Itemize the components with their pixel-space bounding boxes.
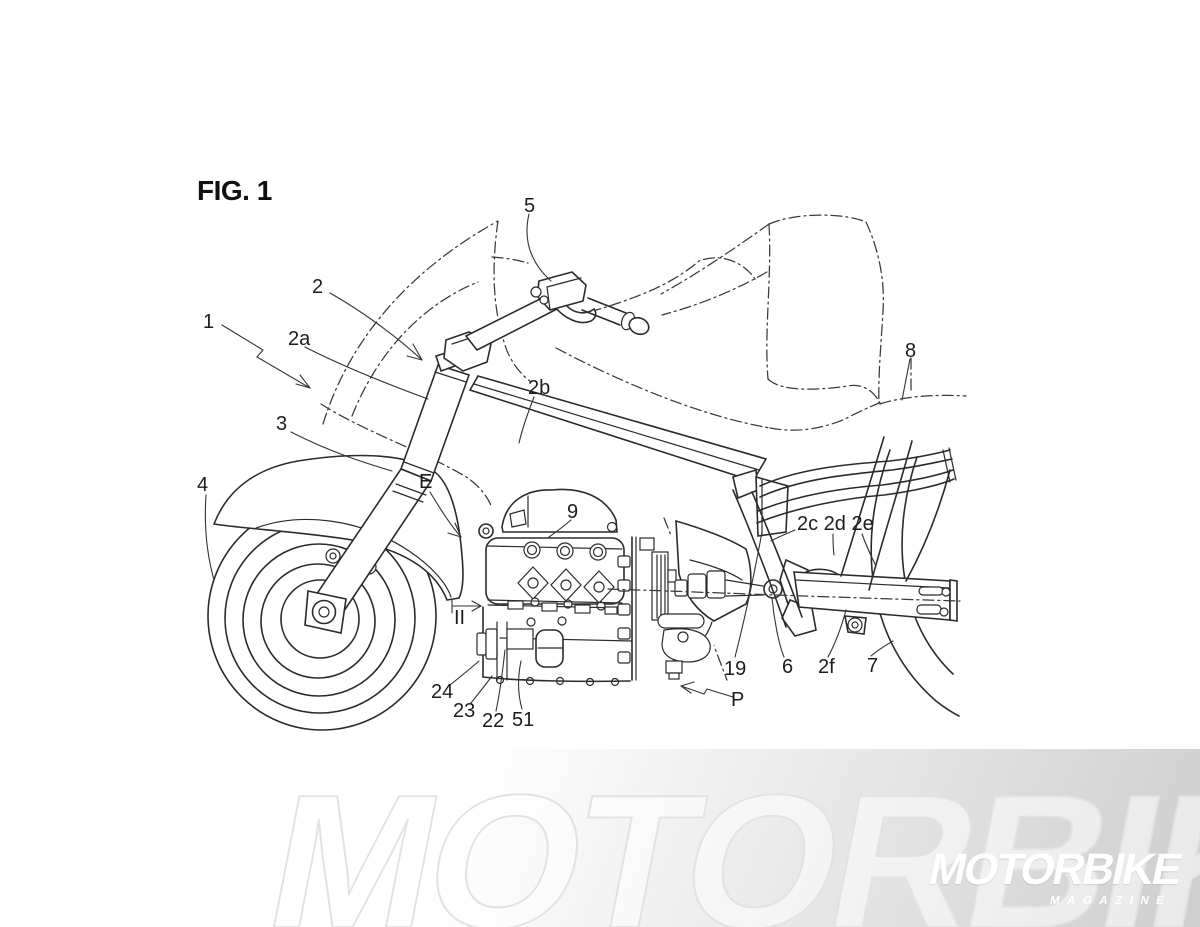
- axle-centerline: [607, 588, 961, 602]
- ref-label-2: 2: [312, 276, 323, 298]
- ref-label-22: 22: [482, 710, 504, 732]
- rear-frame: [732, 436, 957, 628]
- magazine-logo: MOTORBIKE MAGAZINE: [922, 845, 1186, 907]
- swingarm: [763, 558, 958, 637]
- airbox-dome: [501, 488, 618, 533]
- drive-shaft: [607, 570, 961, 602]
- ref-label-4: 4: [197, 474, 208, 496]
- reference-labels: 1 2 2a 3 4 5 2b 8 E 9 II 2c 2d 2e 19 6 2…: [197, 195, 916, 732]
- bottom-gradient-strip: MOTORBIKE: [0, 749, 1200, 927]
- grip-end: [628, 316, 650, 336]
- ref-label-2c-2d-2e: 2c 2d 2e: [797, 513, 874, 535]
- ref-label-5: 5: [524, 195, 535, 217]
- ref-label-2a: 2a: [288, 328, 311, 350]
- ref-label-3: 3: [276, 413, 287, 435]
- ref-label-1: 1: [203, 311, 214, 333]
- ref-label-23: 23: [453, 700, 475, 722]
- figure-title: FIG. 1: [197, 175, 272, 206]
- ref-label-7: 7: [867, 655, 878, 677]
- ref-label-19: 19: [724, 658, 746, 680]
- main-frame: [468, 375, 768, 482]
- ref-label-P: P: [731, 689, 744, 711]
- ref-label-51: 51: [512, 709, 534, 731]
- ref-label-8: 8: [905, 340, 916, 362]
- ref-label-9: 9: [567, 501, 578, 523]
- reference-arrows: [221, 292, 734, 698]
- leader-lines: [204, 213, 911, 712]
- starter-motor: [476, 616, 567, 681]
- ref-label-24: 24: [431, 681, 453, 703]
- front-fork: [304, 331, 492, 634]
- ref-label-II: II: [454, 607, 465, 629]
- transmission: [617, 536, 677, 681]
- ref-label-E: E: [419, 471, 432, 493]
- ref-label-2b: 2b: [528, 377, 550, 399]
- ref-label-6: 6: [782, 656, 793, 678]
- ignition-coils: [517, 566, 615, 611]
- logo-subtitle: MAGAZINE: [1048, 895, 1173, 907]
- handlebar: [464, 271, 650, 352]
- ref-label-2f: 2f: [818, 656, 835, 678]
- logo-title: MOTORBIKE: [924, 845, 1186, 894]
- engine: [476, 488, 752, 687]
